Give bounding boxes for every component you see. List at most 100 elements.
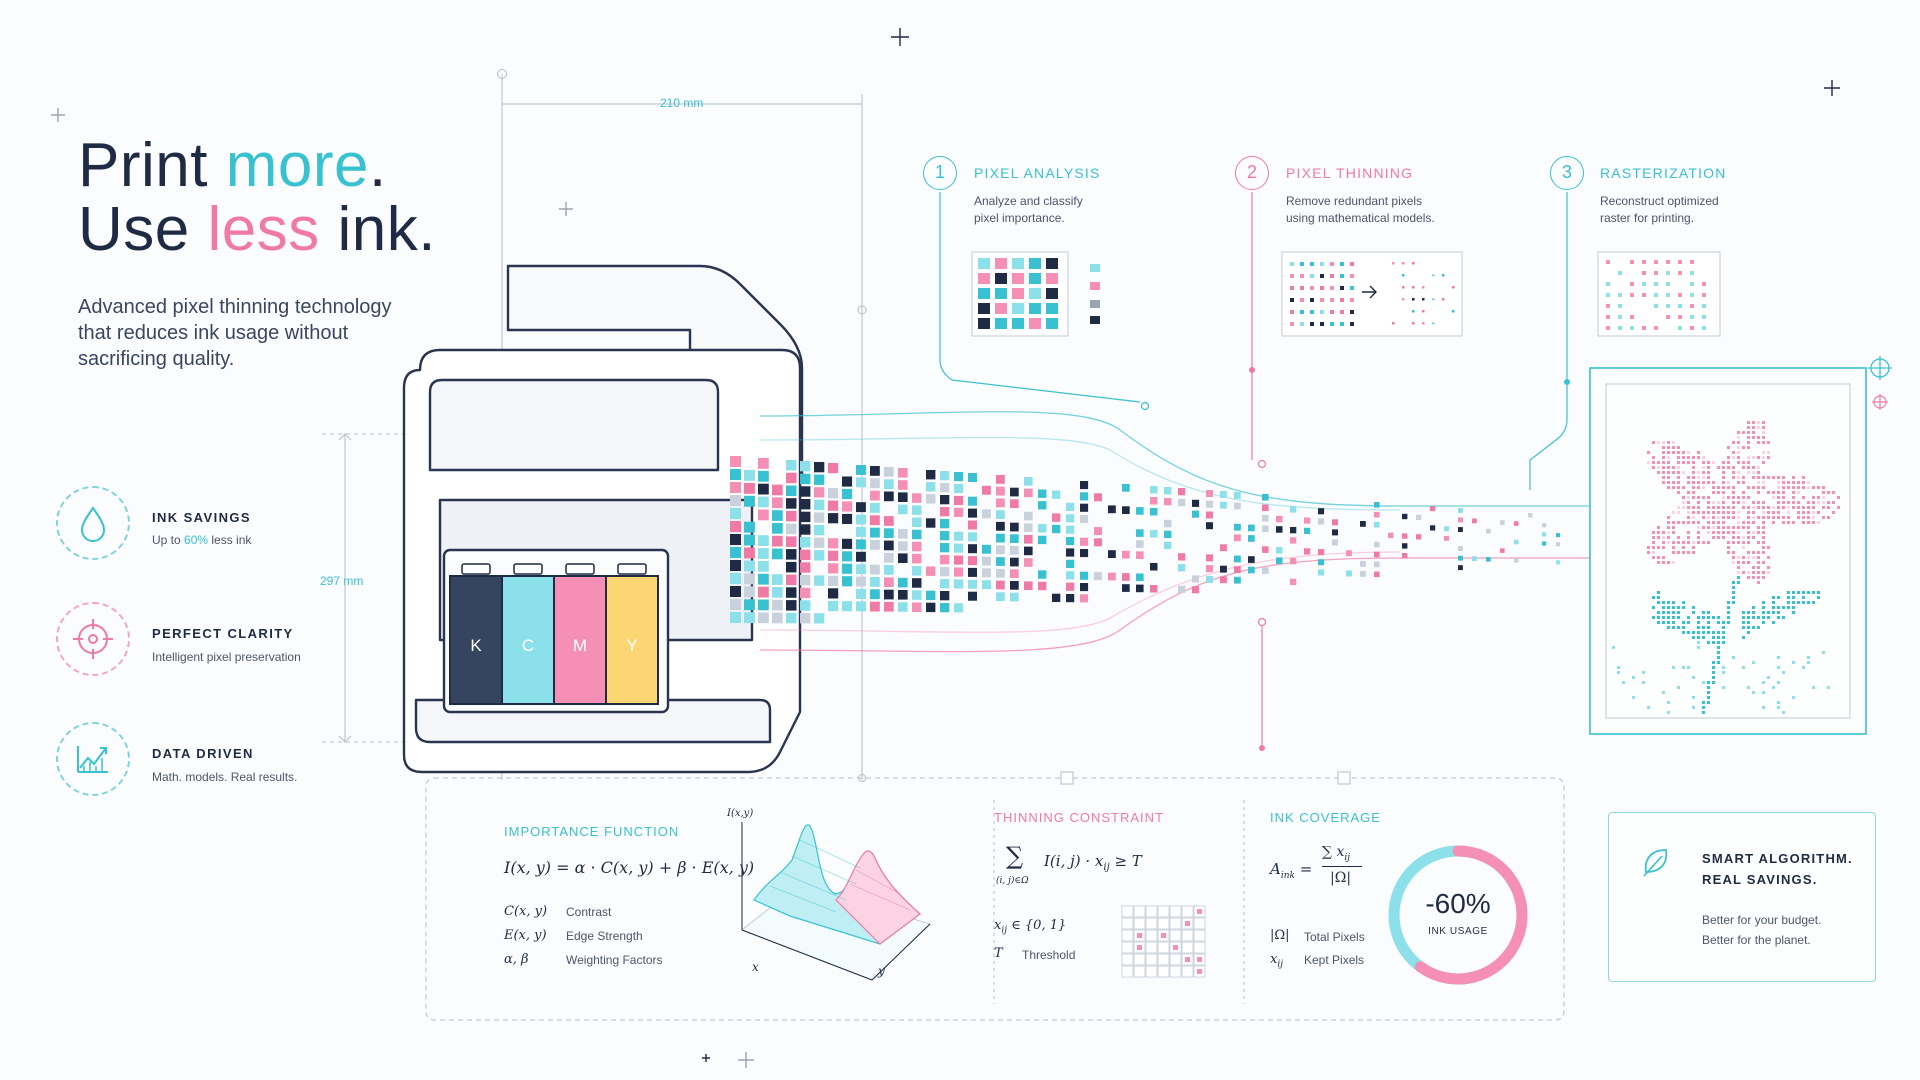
grid-cell [1169,929,1182,942]
flower-dot [1812,601,1815,604]
stream-pixel [1038,570,1047,579]
stream-pixel [1556,533,1561,538]
flower-dot [1692,636,1695,639]
flower-dot [1672,521,1675,524]
stream-pixel [898,480,908,490]
stream-pixel [1206,554,1213,562]
stream-pixel [1374,541,1380,548]
flower-dot [1747,431,1750,434]
flower-dot [1707,511,1710,514]
flower-dot [1702,541,1705,544]
flower-dot [1782,476,1785,479]
raster-dot [1690,282,1694,286]
flower-dot [1717,616,1720,619]
stream-pixel [940,531,950,541]
flower-dot [1707,466,1710,469]
raster-dot [1642,282,1646,286]
flower-dot [1787,596,1790,599]
flower-dot [1712,511,1715,514]
stream-pixel [1024,523,1033,532]
flower-dot [1652,456,1655,459]
flower-dot [1722,521,1725,524]
flower-dot [1802,666,1805,669]
flower-dot [1817,486,1820,489]
cartridge-y [605,575,659,705]
thinning-dot [1402,298,1405,301]
flower-dot [1712,516,1715,519]
grid-cell [1169,905,1182,918]
flower-dot [1702,711,1705,714]
flower-dot [1697,501,1700,504]
flower-dot [1727,611,1730,614]
flower-dot [1757,441,1760,444]
feature-title-data: DATA DRIVEN [152,746,254,761]
stream-pixel [1066,502,1075,511]
stream-pixel [926,590,936,601]
flower-dot [1702,456,1705,459]
flower-dot [1722,666,1725,669]
stream-pixel [926,482,936,492]
raster-dot [1678,304,1682,308]
flower-dot [1677,611,1680,614]
flower-dot [1717,521,1720,524]
stream-pixel [828,575,839,586]
flower-dot [1772,621,1775,624]
flower-dot [1752,506,1755,509]
stream-pixel [1192,499,1200,507]
flower-dot [1802,506,1805,509]
raster-dot [1606,326,1610,330]
flower-dot [1742,476,1745,479]
flower-dot [1747,556,1750,559]
flower-dot [1697,486,1700,489]
stream-pixel [1318,518,1325,525]
raster-dot [1666,260,1670,264]
stream-pixel [786,510,797,522]
flower-dot [1752,516,1755,519]
flower-dot [1657,546,1660,549]
flower-dot [1792,601,1795,604]
flower-dot [1652,466,1655,469]
stream-pixel [954,555,964,565]
stream-pixel [1220,491,1227,498]
stream-pixel [1136,573,1144,582]
stream-pixel [1136,551,1144,559]
flower-dot [1657,526,1660,529]
stream-pixel [1080,549,1089,558]
flower-dot [1687,506,1690,509]
stream-pixel [884,540,894,551]
grid-cell [1169,953,1182,966]
flower-dot [1662,601,1665,604]
flower-dot [1712,461,1715,464]
flower-dot [1807,511,1810,514]
flower-dot [1782,501,1785,504]
thinning-dot [1330,322,1334,326]
flower-dot [1772,596,1775,599]
stream-pixel [758,483,769,495]
analysis-legend-swatch [1090,282,1100,290]
thinning-dot [1330,262,1334,266]
flower-dot [1697,626,1700,629]
flower-dot [1802,601,1805,604]
flower-dot [1657,556,1660,559]
flower-dot [1702,706,1705,709]
flower-dot [1752,466,1755,469]
flower-dot [1657,531,1660,534]
flower-dot [1707,461,1710,464]
flower-dot [1742,521,1745,524]
thinning-dot [1432,274,1435,277]
stream-pixel [1178,498,1186,507]
flower-dot [1697,641,1700,644]
stream-pixel [772,548,783,560]
flower-dot [1672,551,1675,554]
flower-dot [1677,451,1680,454]
flower-dot [1702,476,1705,479]
flower-dot [1722,531,1725,534]
flower-dot [1752,436,1755,439]
stream-pixel [856,477,866,488]
cta-title-1: SMART ALGORITHM. [1702,851,1853,866]
output-print-frame [1589,356,1892,735]
stream-pixel [1038,581,1047,591]
thinning-dot [1402,286,1405,289]
flower-dot [1682,506,1685,509]
flower-dot [1652,551,1655,554]
